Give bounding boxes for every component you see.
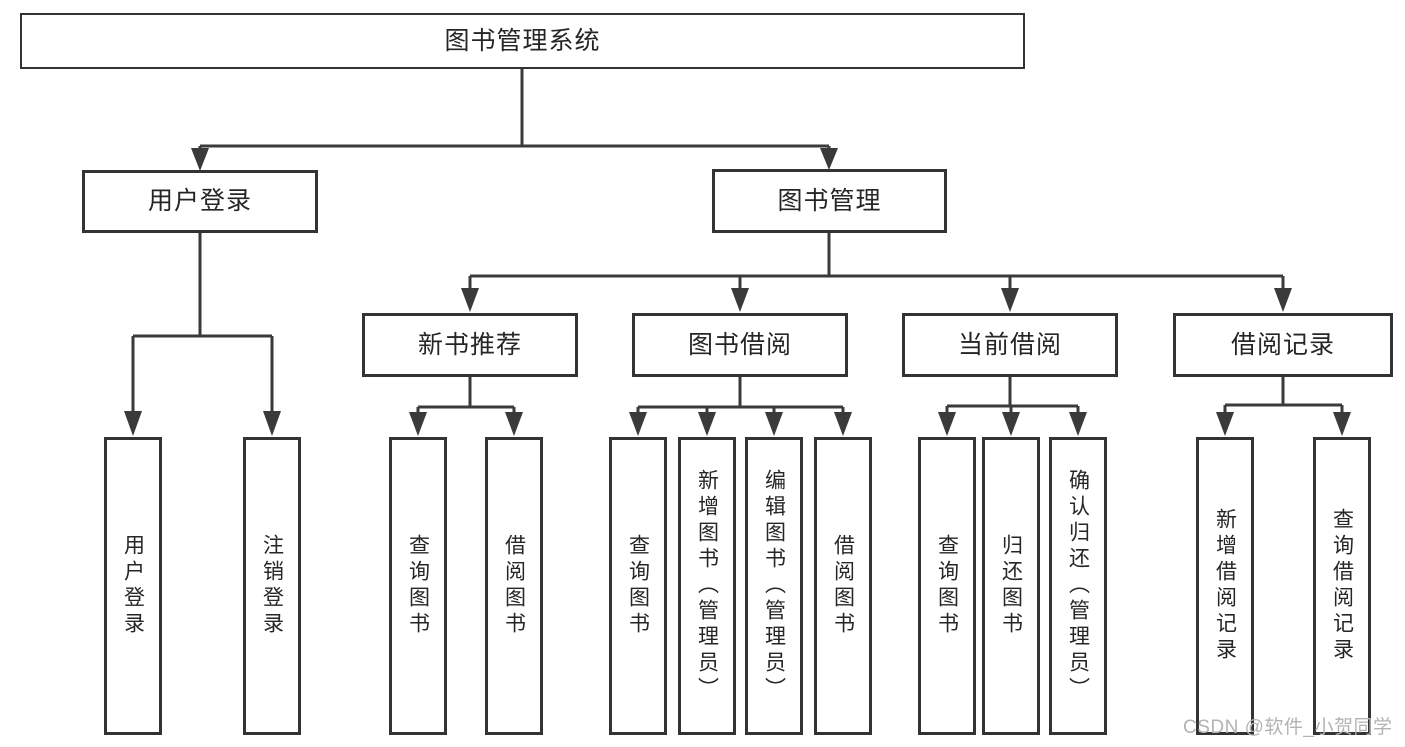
edge-new-book-children [409, 377, 523, 436]
node-borrow-records-label: 借阅记录 [1230, 330, 1335, 359]
leaf-confirm-return-admin-label: 确认归还（管理员） [1066, 469, 1090, 703]
edge-borrow-record-children [1216, 377, 1351, 436]
node-user-login: 用户登录 [82, 170, 318, 233]
leaf-query-books-current-label: 查询图书 [935, 534, 959, 638]
leaf-query-borrow-record-label: 查询借阅记录 [1330, 508, 1354, 664]
node-root-label: 图书管理系统 [444, 26, 601, 55]
edge-current-borrow-children [938, 377, 1087, 436]
node-current-borrow: 当前借阅 [902, 313, 1118, 377]
leaf-query-books-current: 查询图书 [918, 437, 976, 735]
node-new-book-recommend-label: 新书推荐 [417, 330, 522, 359]
leaf-add-borrow-record: 新增借阅记录 [1196, 437, 1254, 735]
leaf-edit-book-admin-label: 编辑图书（管理员） [762, 469, 786, 703]
leaf-return-book-label: 归还图书 [999, 534, 1023, 638]
leaf-borrow-books-recommend: 借阅图书 [485, 437, 543, 735]
leaf-borrow-book: 借阅图书 [814, 437, 872, 735]
leaf-logout-label: 注销登录 [260, 534, 284, 638]
leaf-user-login-label: 用户登录 [121, 534, 145, 638]
leaf-borrow-books-recommend-label: 借阅图书 [502, 534, 526, 638]
leaf-add-book-admin-label: 新增图书（管理员） [695, 469, 719, 703]
node-book-borrow-label: 图书借阅 [687, 330, 792, 359]
edge-book-borrow-children [629, 377, 852, 436]
edge-user-login-children [124, 233, 281, 436]
leaf-logout: 注销登录 [243, 437, 301, 735]
node-borrow-records: 借阅记录 [1173, 313, 1393, 377]
node-current-borrow-label: 当前借阅 [957, 330, 1062, 359]
node-book-management: 图书管理 [712, 169, 947, 233]
leaf-query-books-recommend: 查询图书 [389, 437, 447, 735]
leaf-query-borrow-record: 查询借阅记录 [1313, 437, 1371, 735]
leaf-return-book: 归还图书 [982, 437, 1040, 735]
leaf-borrow-book-label: 借阅图书 [831, 534, 855, 638]
leaf-query-books-recommend-label: 查询图书 [406, 534, 430, 638]
watermark: CSDN @软件_小贺同学 [1183, 717, 1393, 738]
leaf-query-books-borrow: 查询图书 [609, 437, 667, 735]
leaf-edit-book-admin: 编辑图书（管理员） [745, 437, 803, 735]
leaf-add-book-admin: 新增图书（管理员） [678, 437, 736, 735]
node-book-borrow: 图书借阅 [632, 313, 848, 377]
node-user-login-label: 用户登录 [147, 187, 252, 215]
leaf-confirm-return-admin: 确认归还（管理员） [1049, 437, 1107, 735]
leaf-query-books-borrow-label: 查询图书 [626, 534, 650, 638]
node-root: 图书管理系统 [20, 13, 1025, 69]
edge-book-management-children [461, 233, 1292, 312]
leaf-user-login: 用户登录 [104, 437, 162, 735]
node-book-management-label: 图书管理 [777, 186, 882, 215]
edge-root-to-level2 [191, 69, 838, 171]
leaf-add-borrow-record-label: 新增借阅记录 [1213, 508, 1237, 664]
node-new-book-recommend: 新书推荐 [362, 313, 578, 377]
